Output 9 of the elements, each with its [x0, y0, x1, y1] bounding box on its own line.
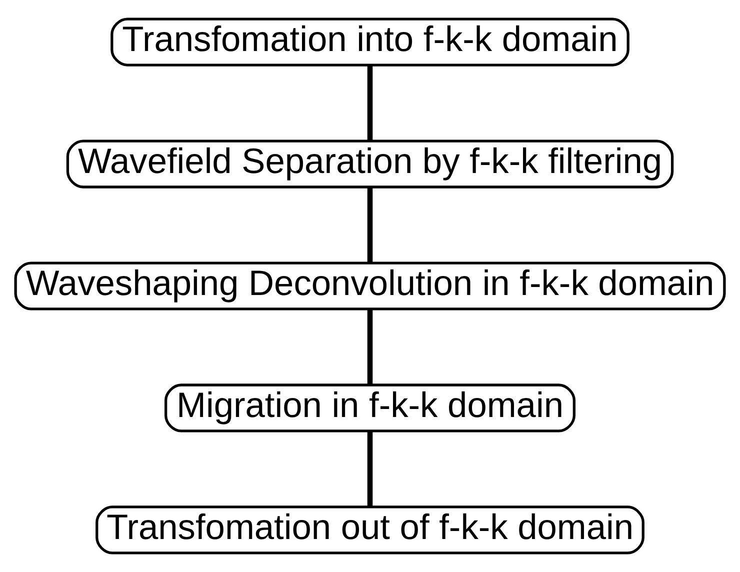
node-box: Transfomation out of f-k-k domain — [96, 506, 644, 554]
node-box: Waveshaping Deconvolution in f-k-k domain — [14, 262, 726, 310]
node-box: Wavefield Separation by f-k-k filtering — [66, 140, 674, 188]
connector — [367, 66, 373, 141]
node-box: Transfomation into f-k-k domain — [110, 18, 630, 66]
connector — [367, 188, 373, 263]
connector — [367, 310, 373, 385]
node-box: Migration in f-k-k domain — [164, 384, 576, 432]
connector — [367, 431, 373, 507]
